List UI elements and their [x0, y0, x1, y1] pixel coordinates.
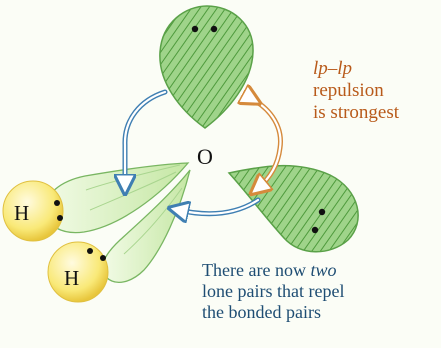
electron-dot — [100, 255, 106, 261]
lone-pair-lobe-right — [229, 166, 358, 252]
bonded-note-line: the bonded pairs — [202, 303, 344, 321]
oxygen-label: O — [197, 146, 213, 168]
electron-dot — [57, 215, 63, 221]
bonded-pairs-note: There are now two lone pairs that repel … — [202, 261, 344, 324]
lp-note-line: is strongest — [313, 103, 399, 122]
lp-note-line: repulsion — [313, 81, 399, 100]
bonded-note-line: There are now two — [202, 261, 344, 279]
electron-dot — [312, 227, 318, 233]
electron-dot — [211, 26, 217, 32]
electron-dot — [54, 200, 60, 206]
hydrogen-label-2: H — [64, 268, 79, 289]
electron-dot — [319, 209, 325, 215]
lone-pair-lobe-top — [160, 6, 253, 128]
bonded-note-line: lone pairs that repel — [202, 282, 344, 300]
electron-dot — [87, 248, 93, 254]
lp-repulsion-note: lp–lp repulsion is strongest — [313, 59, 399, 125]
lp-note-line: lp–lp — [313, 59, 399, 78]
electron-dot — [192, 26, 198, 32]
hydrogen-label-1: H — [14, 203, 29, 224]
hydrogen-sphere-1 — [3, 181, 63, 241]
